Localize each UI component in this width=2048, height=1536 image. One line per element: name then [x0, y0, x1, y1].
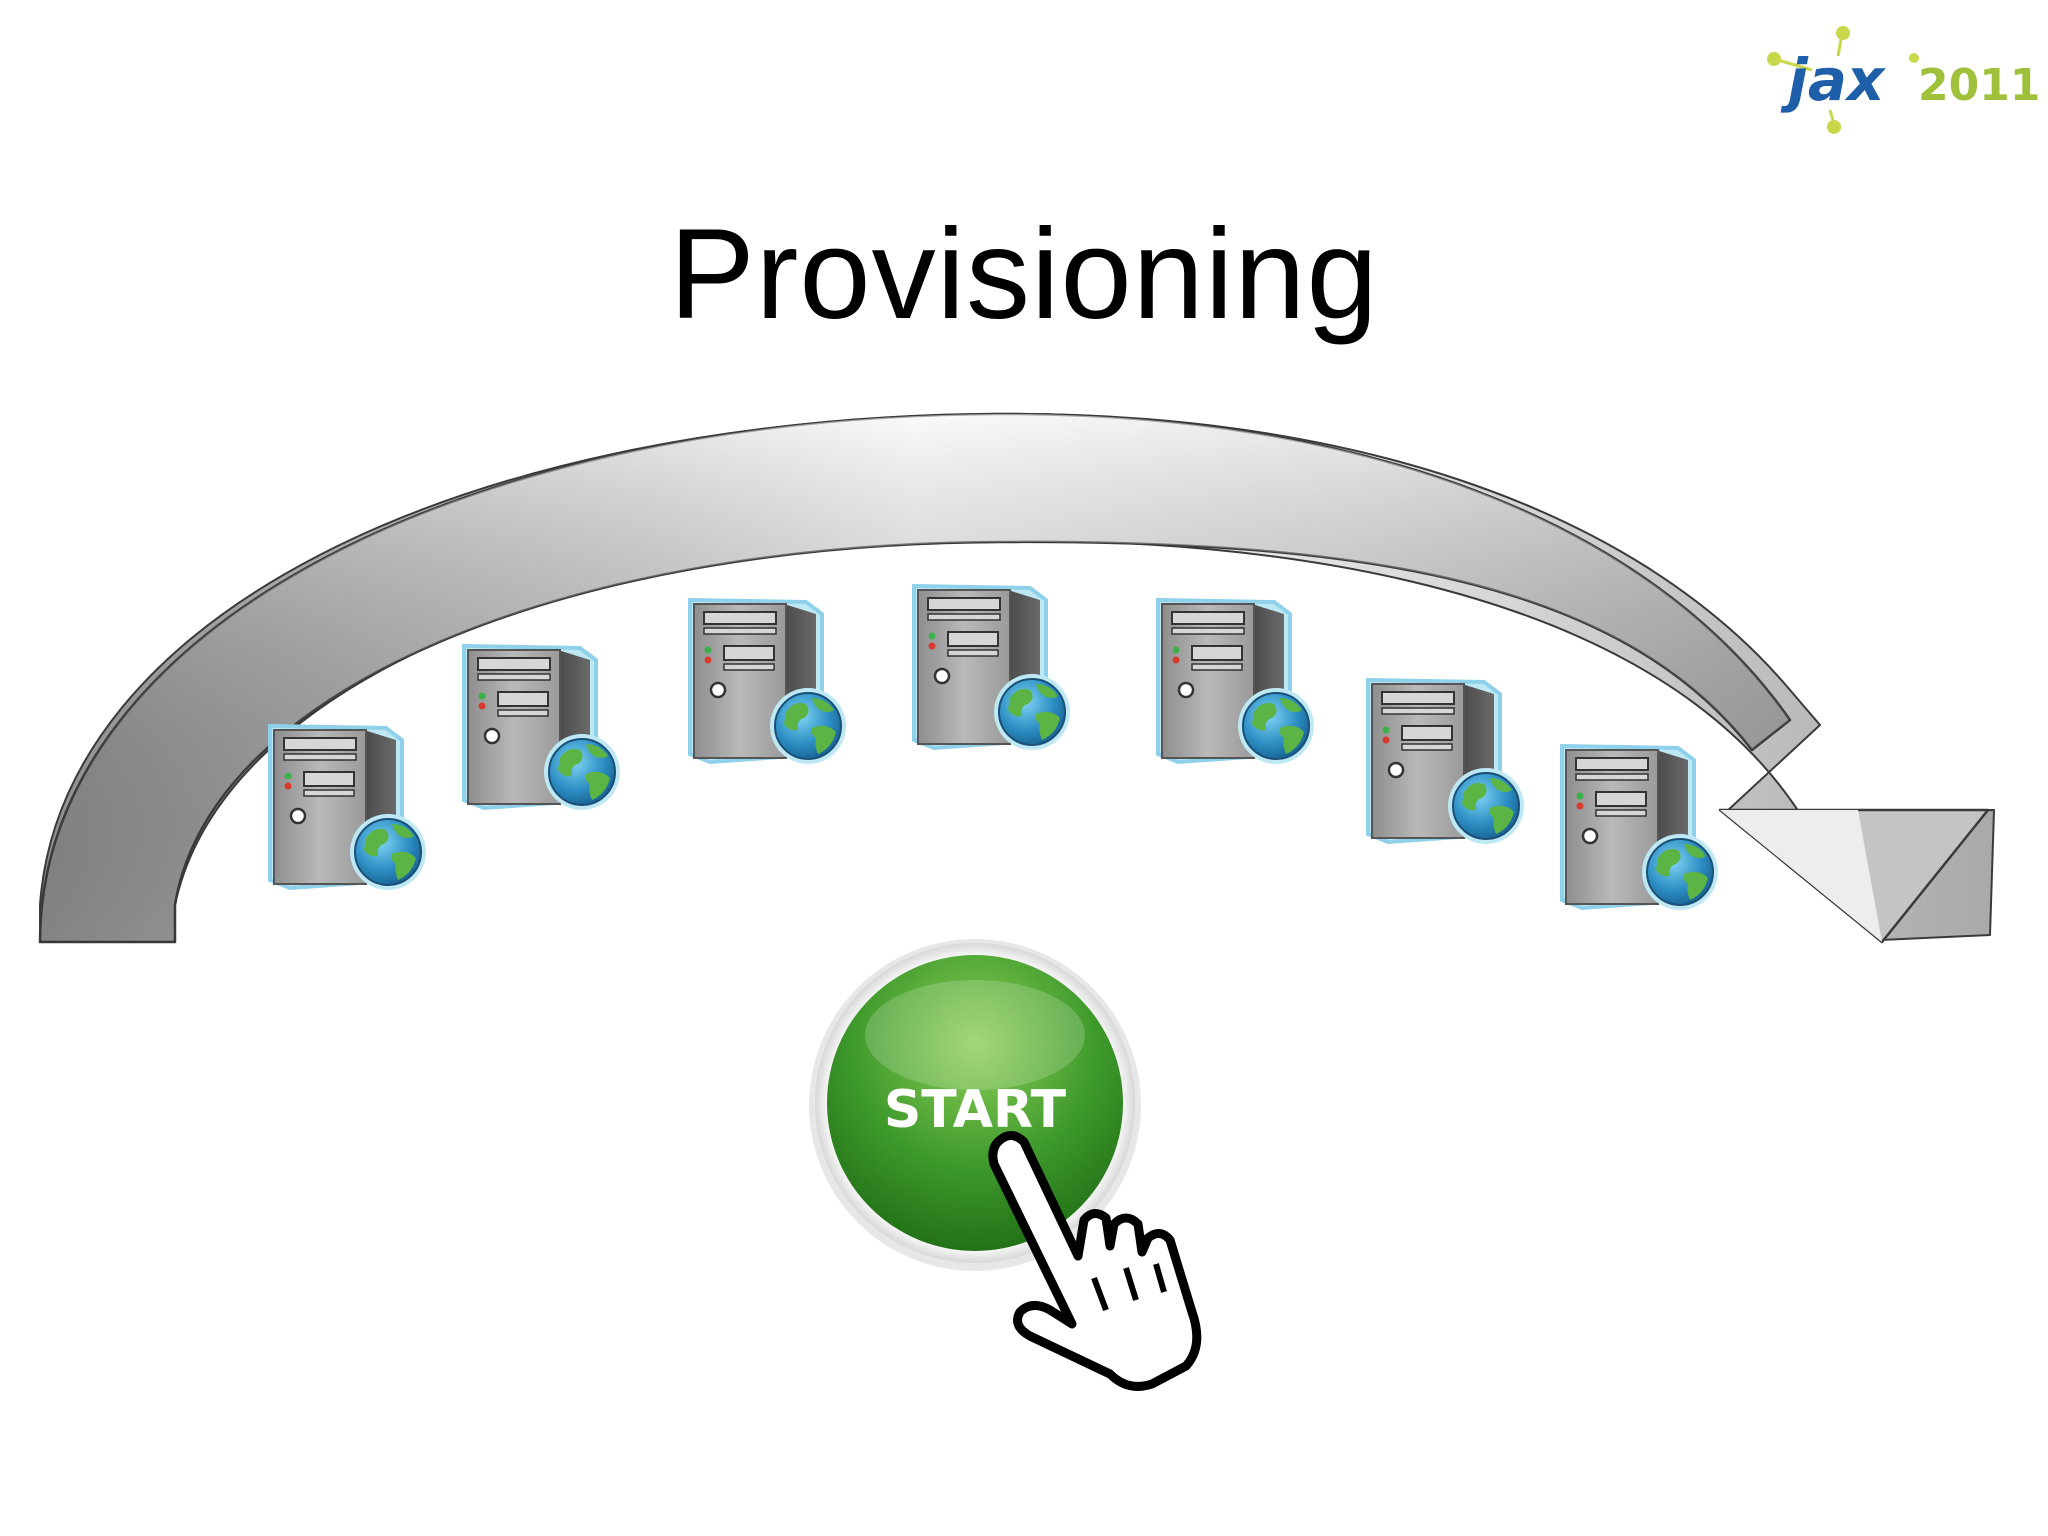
curved-arrow-body [38, 412, 1792, 944]
server-with-globe-icon [268, 724, 428, 892]
curved-arrow-head [1718, 808, 1990, 944]
start-button-label: START [884, 1080, 1067, 1140]
server-with-globe-icon [1366, 678, 1526, 846]
server-with-globe-icon [912, 584, 1072, 752]
logo-brand-text: jax [1780, 46, 1886, 114]
servers-group [268, 584, 1720, 912]
jax-2011-logo: jax 2011 [1760, 26, 2040, 138]
server-with-globe-icon [462, 644, 622, 812]
server-with-globe-icon [1560, 744, 1720, 912]
server-with-globe-icon [688, 598, 848, 766]
logo-year-text: 2011 [1918, 60, 2040, 111]
server-with-globe-icon [1156, 598, 1316, 766]
start-button[interactable]: START [809, 939, 1141, 1271]
slide-title: Provisioning [669, 203, 1379, 346]
